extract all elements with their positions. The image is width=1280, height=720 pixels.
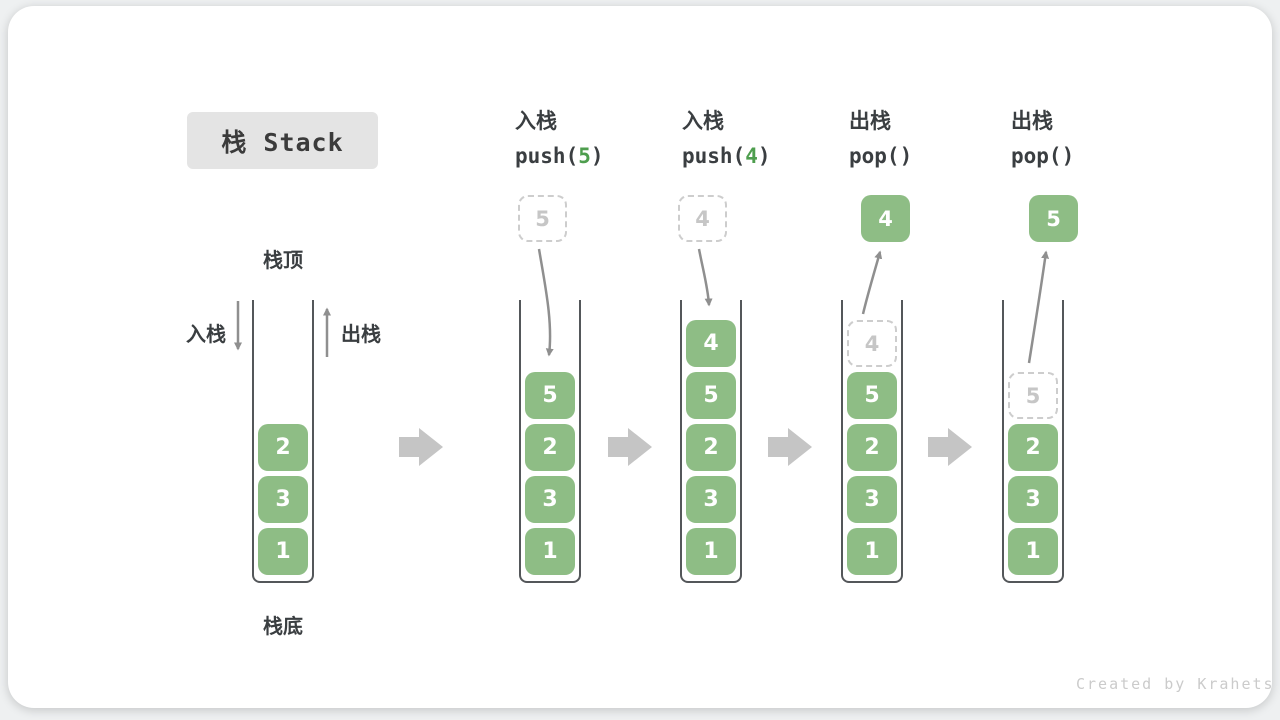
watermark: Created by Krahets: [1076, 675, 1275, 693]
popped-slot-item: 5: [1008, 372, 1058, 419]
stack-item: 1: [525, 528, 575, 575]
code-post: ): [590, 144, 604, 168]
step-op-label: 出栈: [849, 109, 891, 133]
step-op-label: 入栈: [515, 109, 557, 133]
code-pre: push(: [515, 144, 579, 168]
stack-item: 1: [258, 528, 308, 575]
code-arg: 5: [578, 144, 591, 168]
step-header-pop4: 出栈 pop(): [849, 108, 1019, 169]
stack-container-initial: 2 3 1: [252, 300, 314, 583]
title-badge: 栈 Stack: [187, 112, 378, 169]
stack-container-pop4: 4 5 2 3 1: [841, 300, 903, 583]
stack-item: 5: [525, 372, 575, 419]
popped-value-box: 4: [861, 195, 910, 242]
stack-item: 3: [847, 476, 897, 523]
stack-bottom-label: 栈底: [263, 614, 303, 638]
stack-item: 3: [525, 476, 575, 523]
stack-container-push5: 5 2 3 1: [519, 300, 581, 583]
title-text: 栈 Stack: [221, 127, 344, 157]
popped-slot-item: 4: [847, 320, 897, 367]
stack-item: 4: [686, 320, 736, 367]
stack-item: 2: [525, 424, 575, 471]
step-header-push5: 入栈 push(5): [515, 108, 685, 169]
stack-item: 1: [1008, 528, 1058, 575]
stack-container-push4: 4 5 2 3 1: [680, 300, 742, 583]
code-arg: 4: [745, 144, 758, 168]
stack-item: 2: [258, 424, 308, 471]
step-op-label: 出栈: [1011, 109, 1053, 133]
stack-item: 3: [1008, 476, 1058, 523]
stack-item: 2: [686, 424, 736, 471]
step-code-label: pop(): [1011, 143, 1181, 169]
stack-item: 5: [847, 372, 897, 419]
step-code-label: push(4): [682, 143, 852, 169]
code-pre: pop(): [849, 144, 913, 168]
code-post: ): [757, 144, 771, 168]
step-op-label: 入栈: [682, 109, 724, 133]
stack-item: 1: [847, 528, 897, 575]
stack-item: 5: [686, 372, 736, 419]
stack-item: 2: [847, 424, 897, 471]
step-code-label: push(5): [515, 143, 685, 169]
push-in-label: 入栈: [186, 322, 226, 346]
pushed-value-box: 4: [678, 195, 727, 242]
stack-item: 3: [258, 476, 308, 523]
stack-item: 3: [686, 476, 736, 523]
stack-top-label: 栈顶: [263, 248, 303, 272]
code-pre: push(: [682, 144, 746, 168]
step-header-push4: 入栈 push(4): [682, 108, 852, 169]
popped-value-box: 5: [1029, 195, 1078, 242]
stack-item: 1: [686, 528, 736, 575]
code-pre: pop(): [1011, 144, 1075, 168]
step-code-label: pop(): [849, 143, 1019, 169]
pushed-value-box: 5: [518, 195, 567, 242]
pop-out-label: 出栈: [341, 322, 381, 346]
stack-container-pop5: 5 2 3 1: [1002, 300, 1064, 583]
stack-item: 2: [1008, 424, 1058, 471]
step-header-pop5: 出栈 pop(): [1011, 108, 1181, 169]
